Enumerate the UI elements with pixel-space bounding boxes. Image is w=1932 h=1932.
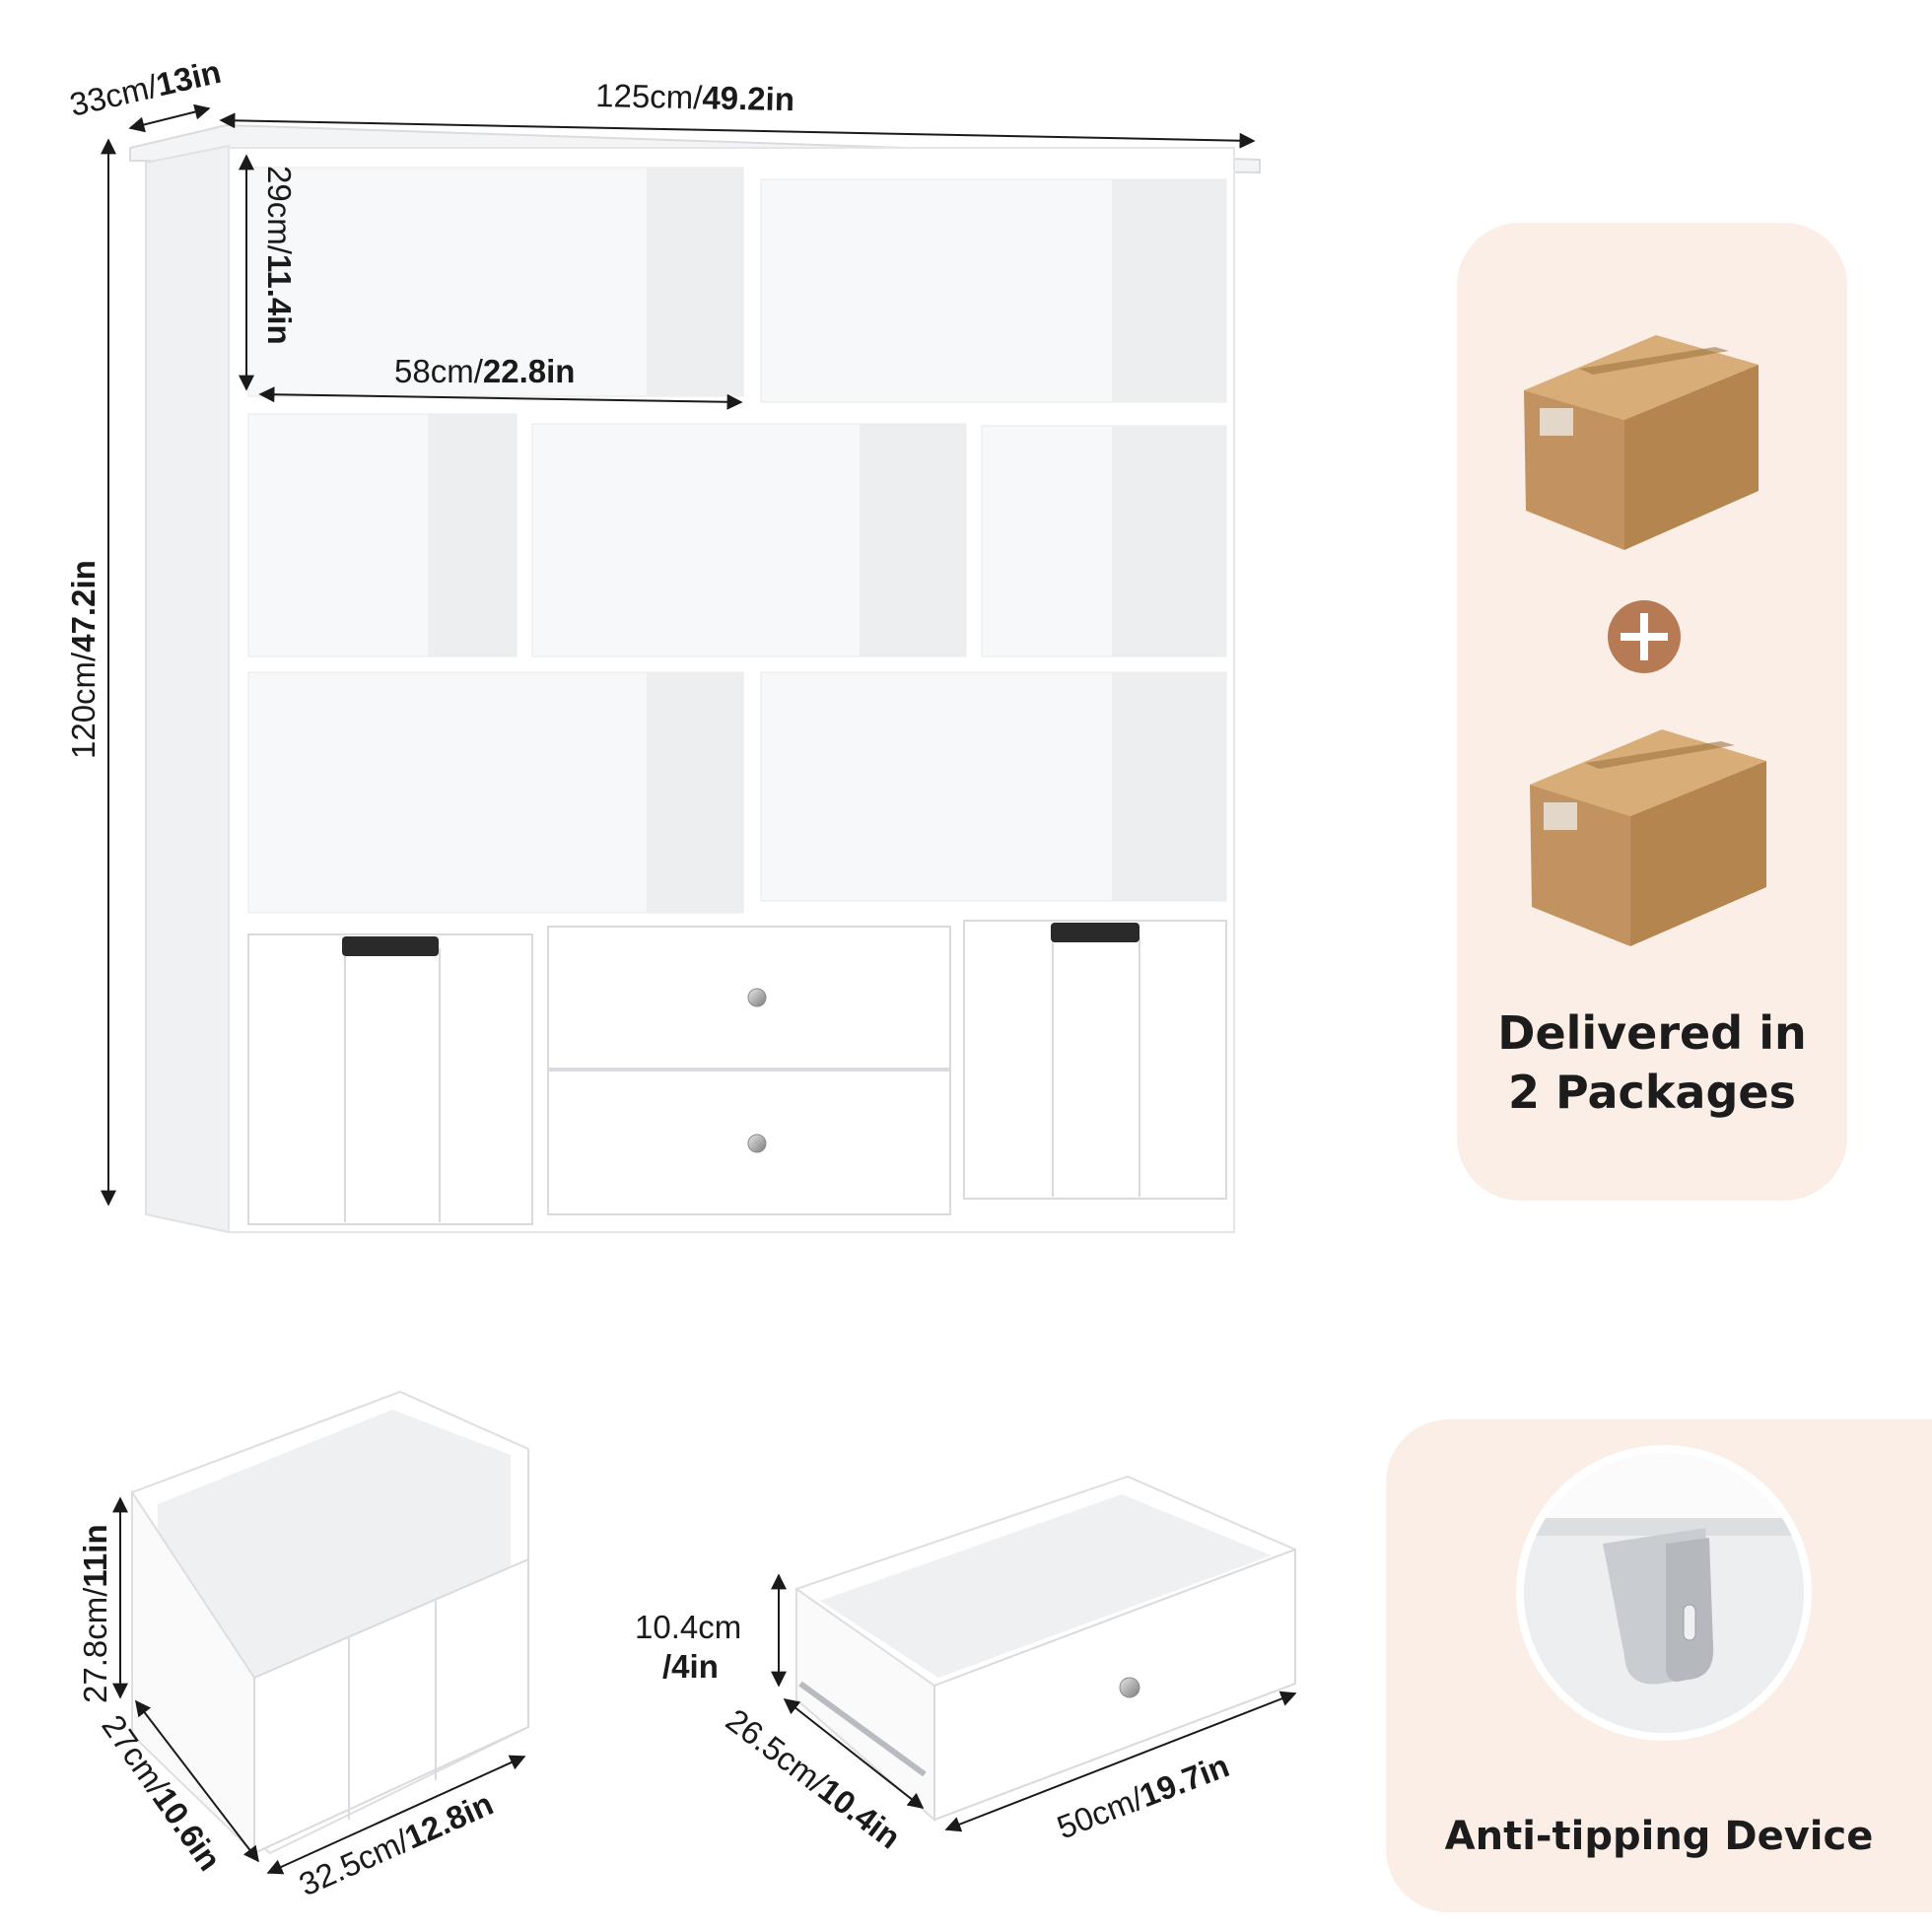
height-label: 120cm/47.2in [65, 560, 102, 759]
drawer-knob [747, 988, 767, 1007]
compartment-width-label: 58cm/22.8in [394, 353, 575, 389]
bookcase [129, 123, 1261, 1234]
width-label: 125cm/49.2in [595, 77, 795, 117]
bin-height-label: 27.8cm/11in [77, 1524, 113, 1703]
bin-handle [1051, 923, 1139, 942]
drawer-knob [747, 1134, 767, 1153]
compartment-height-label: 29cm/11.4in [261, 166, 298, 345]
plus-circle-icon [1608, 600, 1681, 673]
drawer-knob [1119, 1677, 1140, 1698]
bin-handle [342, 936, 439, 956]
depth-label: 33cm/13in [66, 53, 224, 123]
drawer-height-label-in: /4in [662, 1648, 719, 1685]
drawer-height-label-cm: 10.4cm [635, 1609, 741, 1645]
cardboard-box-icon [1530, 729, 1766, 946]
packages-title: Delivered in 2 Packages [1457, 1003, 1847, 1122]
wall-bracket-icon [1516, 1445, 1812, 1741]
packages-title-line2: 2 Packages [1508, 1066, 1796, 1119]
packages-title-line1: Delivered in [1497, 1006, 1807, 1060]
cardboard-box-icon [1524, 335, 1759, 550]
storage-bin [131, 1390, 529, 1856]
anti-tipping-label: Anti-tipping Device [1444, 1814, 1874, 1859]
